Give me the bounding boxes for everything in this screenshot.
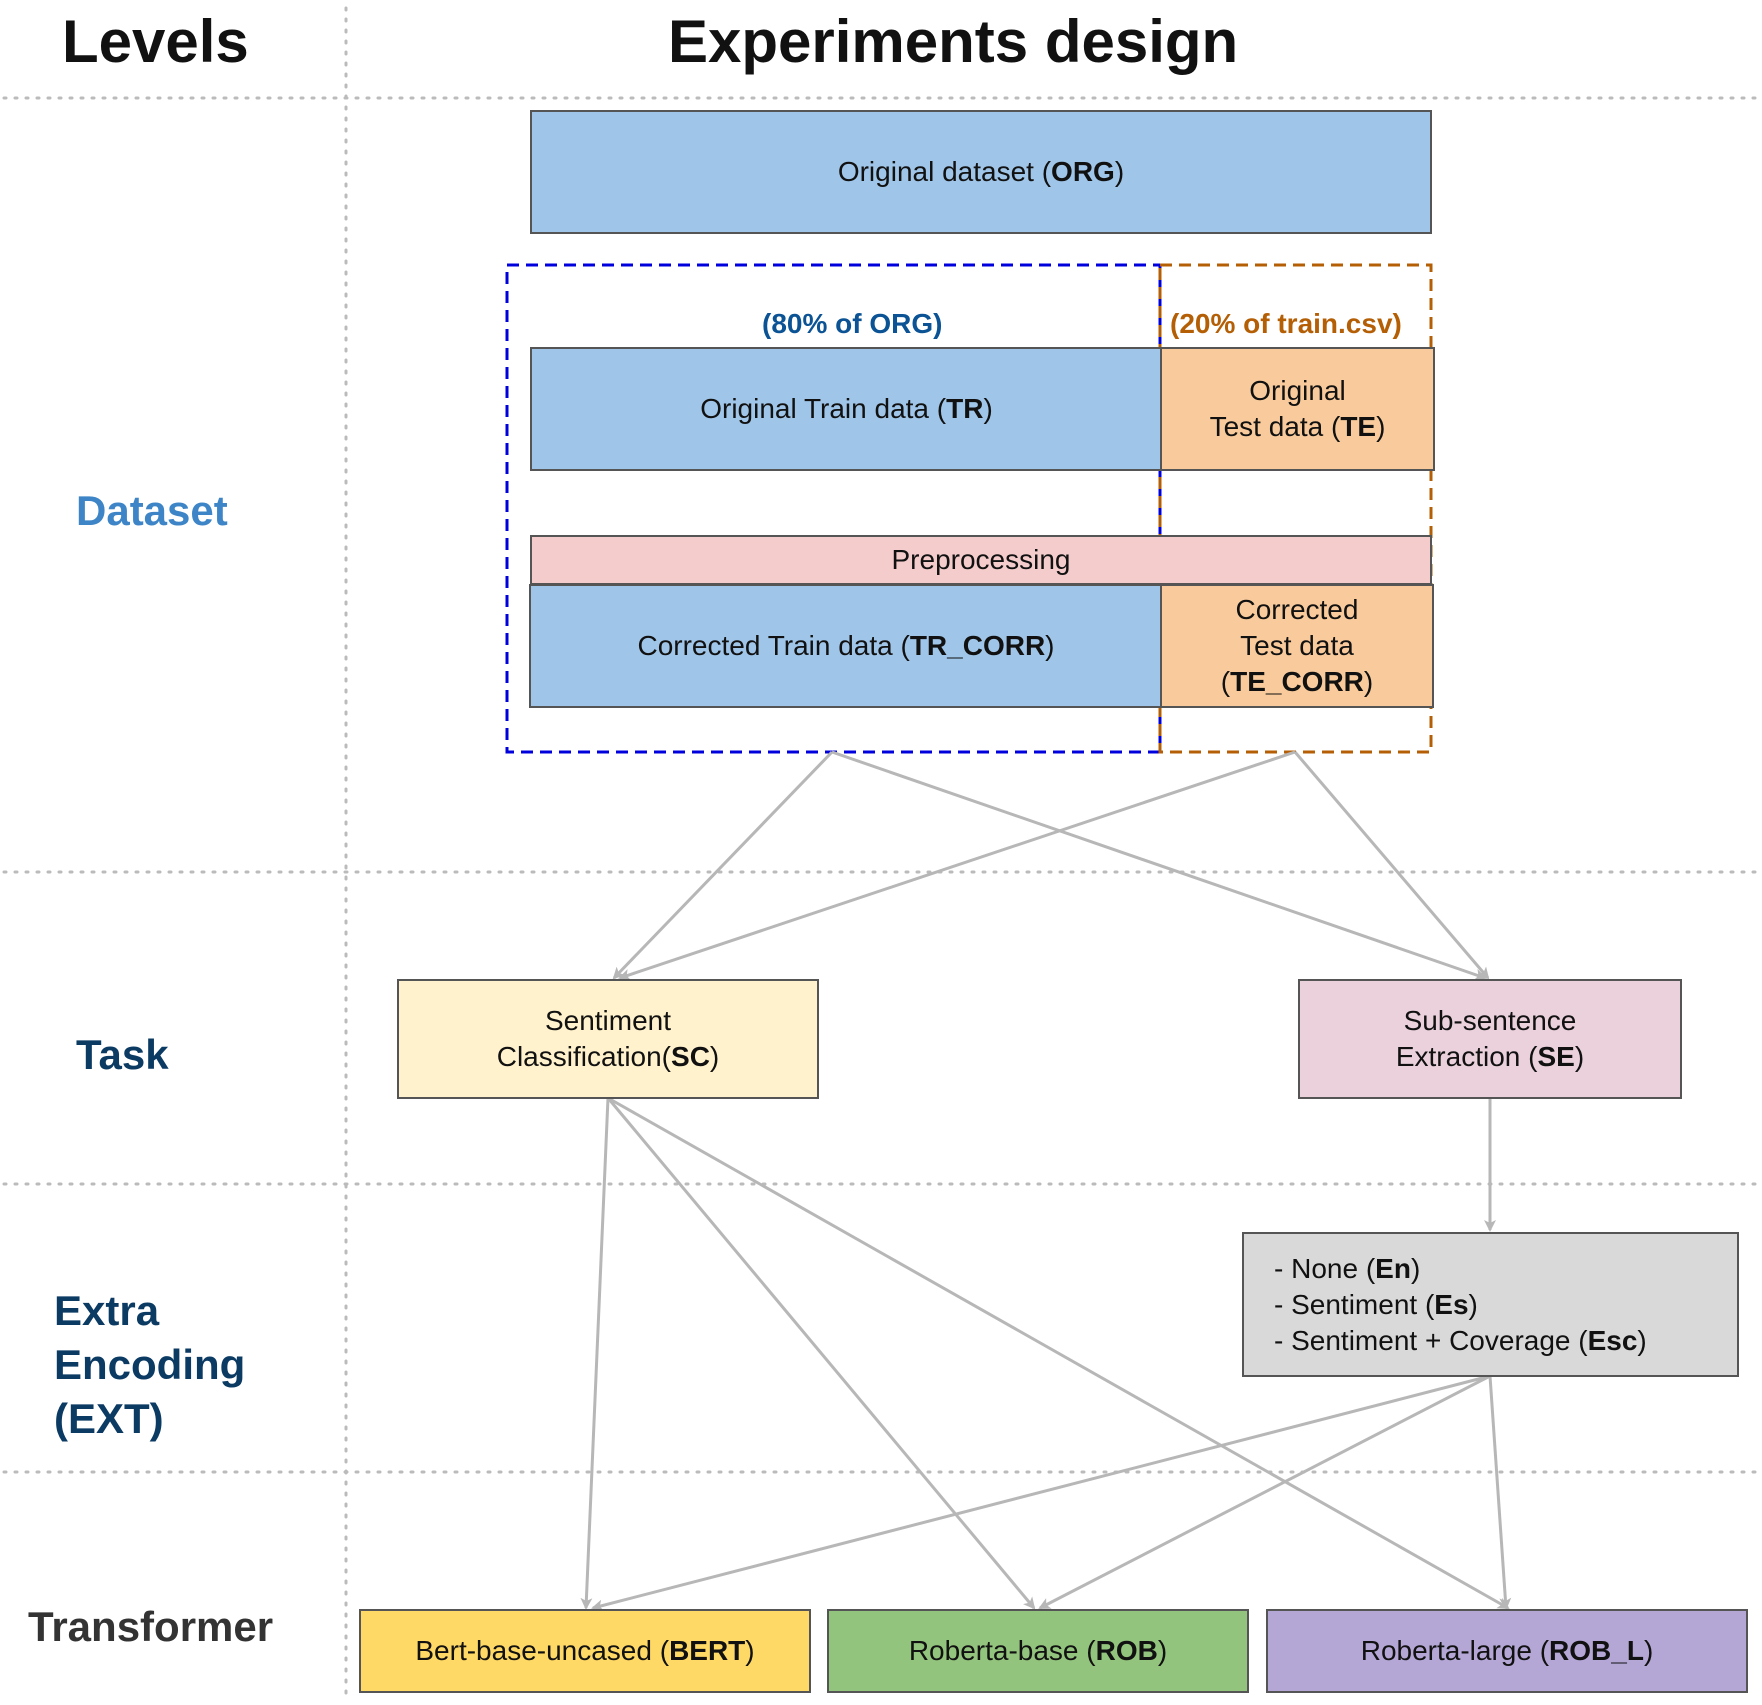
test-data-box: Original Test data (TE) bbox=[1160, 347, 1435, 471]
level-task: Task bbox=[76, 1031, 169, 1078]
roberta-base-box: Roberta-base (ROB) bbox=[827, 1609, 1249, 1693]
arrow-sc-to-bert bbox=[580, 1097, 610, 1610]
arrow-enc-to-rob bbox=[1038, 1374, 1491, 1610]
encoding-item-none: - None (En) bbox=[1274, 1252, 1421, 1284]
level-extra-line3: (EXT) bbox=[54, 1395, 164, 1442]
arrow-train-to-sc bbox=[612, 750, 834, 980]
arrow-sc-to-robl bbox=[607, 1096, 1510, 1610]
train-percent-label: (80% of ORG) bbox=[762, 308, 943, 339]
corrected-test-box: Corrected Test data (TE_CORR) bbox=[1160, 584, 1434, 708]
encoding-list: - None (En) - Sentiment (Es) - Sentiment… bbox=[1274, 1251, 1647, 1359]
roberta-large-box: Roberta-large (ROB_L) bbox=[1266, 1609, 1748, 1693]
arrow-train-to-se bbox=[831, 750, 1487, 981]
level-extra-line1: Extra bbox=[54, 1287, 160, 1334]
corrected-train-box: Corrected Train data (TR_CORR) bbox=[529, 584, 1163, 708]
levels-header: Levels bbox=[62, 8, 249, 75]
design-header: Experiments design bbox=[668, 8, 1239, 75]
level-extra-encoding: Extra Encoding (EXT) bbox=[54, 1284, 245, 1446]
arrow-test-to-sc bbox=[618, 750, 1296, 981]
extra-encoding-box: - None (En) - Sentiment (Es) - Sentiment… bbox=[1242, 1232, 1739, 1377]
arrow-enc-to-bert bbox=[591, 1374, 1491, 1612]
arrow-enc-to-robl bbox=[1488, 1375, 1512, 1610]
sub-sentence-extraction-box: Sub-sentence Extraction (SE) bbox=[1298, 979, 1682, 1099]
encoding-item-sentiment: - Sentiment (Es) bbox=[1274, 1288, 1478, 1320]
preprocessing-box: Preprocessing bbox=[530, 535, 1432, 585]
encoding-item-sentiment-coverage: - Sentiment + Coverage (Esc) bbox=[1274, 1324, 1647, 1356]
level-transformer: Transformer bbox=[28, 1603, 274, 1650]
train-data-box: Original Train data (TR) bbox=[530, 347, 1163, 471]
arrow-sc-to-rob bbox=[606, 1097, 1036, 1610]
level-dataset: Dataset bbox=[76, 487, 228, 534]
org-box: Original dataset (ORG) bbox=[530, 110, 1432, 234]
grid-separators bbox=[2, 6, 1762, 1702]
bert-box: Bert-base-uncased (BERT) bbox=[359, 1609, 811, 1693]
arrows bbox=[580, 750, 1512, 1612]
test-percent-label: (20% of train.csv) bbox=[1170, 308, 1402, 339]
level-extra-line2: Encoding bbox=[54, 1341, 246, 1388]
sentiment-classification-box: Sentiment Classification(SC) bbox=[397, 979, 819, 1099]
arrow-test-to-se bbox=[1293, 751, 1490, 980]
